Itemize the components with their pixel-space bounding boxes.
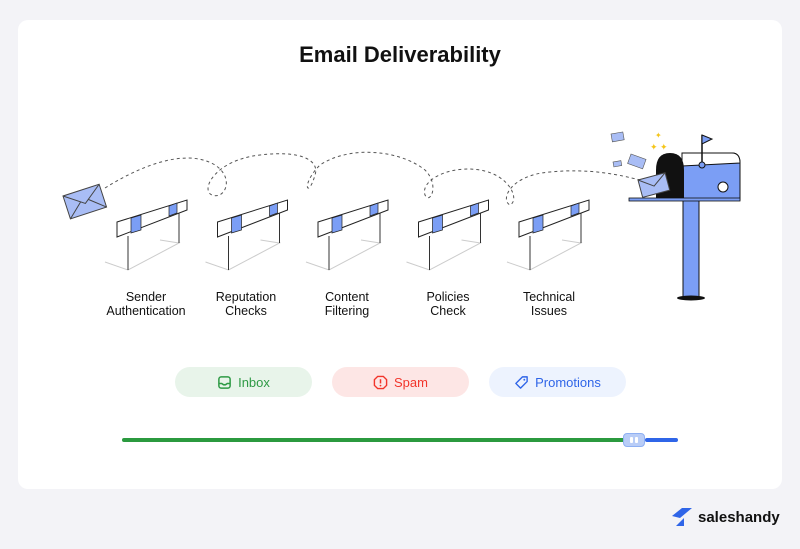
legend-spam: Spam — [332, 367, 469, 397]
inbox-icon — [218, 375, 231, 389]
slider-handle[interactable] — [622, 433, 645, 447]
mailbox-icon: ✦ ✦ ✦ — [610, 131, 741, 301]
hurdle — [104, 199, 188, 271]
hurdle — [205, 199, 288, 271]
legend-promotions: Promotions — [489, 367, 626, 397]
tag-icon — [515, 375, 528, 389]
saleshandy-logo-icon — [672, 508, 692, 526]
hurdle — [406, 199, 489, 271]
email-path — [104, 151, 641, 206]
hurdle — [506, 199, 590, 271]
svg-text:✦ ✦: ✦ ✦ — [650, 142, 668, 152]
brand-logo: saleshandy — [672, 508, 780, 526]
alert-octagon-icon — [373, 375, 388, 389]
legend-inbox: Inbox — [175, 367, 312, 397]
hurdle — [305, 199, 389, 271]
envelope-icon — [62, 183, 108, 220]
promotions-share-bar — [644, 438, 678, 442]
svg-text:✦: ✦ — [655, 131, 662, 140]
card — [18, 20, 782, 489]
page-title: Email Deliverability — [299, 42, 501, 67]
inbox-share-bar — [122, 438, 634, 442]
